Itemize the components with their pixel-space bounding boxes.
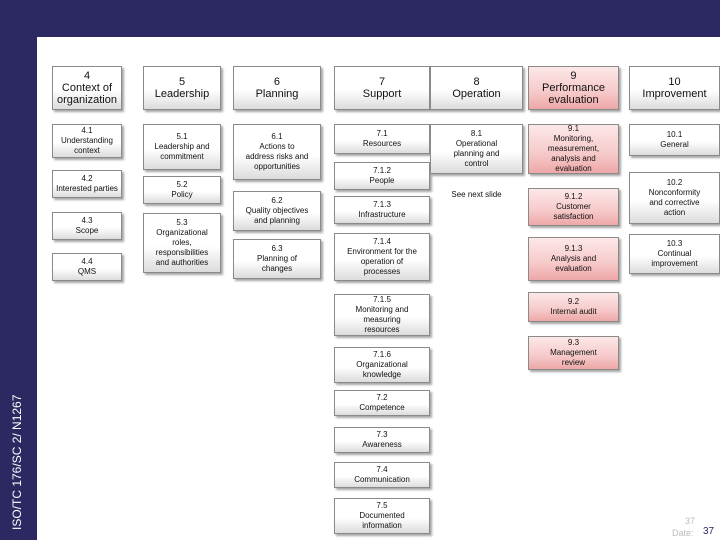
clause-7-1-6: 7.1.6 Organizational knowledge <box>334 347 430 383</box>
page-number: 37 <box>703 526 715 537</box>
clause-7-1: 7.1 Resources <box>334 124 430 154</box>
clause-10-3: 10.3 Continual improvement <box>629 234 720 274</box>
page-number-faint: 37 <box>685 516 696 526</box>
clause-4-2: 4.2 Interested parties <box>52 170 122 198</box>
header-performance-evaluation: 9 Performance evaluation <box>528 66 619 110</box>
clause-9-3: 9.3 Management review <box>528 336 619 370</box>
clause-7-1-5: 7.1.5 Monitoring and measuring resources <box>334 294 430 336</box>
clause-5-2: 5.2 Policy <box>143 176 221 204</box>
top-banner <box>0 0 720 37</box>
clause-9-1-2: 9.1.2 Customer satisfaction <box>528 188 619 226</box>
clause-9-2: 9.2 Internal audit <box>528 292 619 322</box>
clause-6-2: 6.2 Quality objectives and planning <box>233 191 321 231</box>
clause-9-1-3: 9.1.3 Analysis and evaluation <box>528 237 619 281</box>
date-label: Date: <box>672 528 694 538</box>
clause-6-3: 6.3 Planning of changes <box>233 239 321 279</box>
clause-4-3: 4.3 Scope <box>52 212 122 240</box>
document-reference: ISO/TC 176/SC 2/ N1267 <box>10 394 24 530</box>
clause-5-1: 5.1 Leadership and commitment <box>143 124 221 170</box>
clause-6-1: 6.1 Actions to address risks and opportu… <box>233 124 321 180</box>
clause-8-1: 8.1 Operational planning and control <box>430 124 523 174</box>
clause-10-1: 10.1 General <box>629 124 720 156</box>
clause-7-3: 7.3 Awareness <box>334 427 430 453</box>
clause-9-1: 9.1 Monitoring, measurement, analysis an… <box>528 124 619 174</box>
header-operation: 8 Operation <box>430 66 523 110</box>
clause-7-1-4: 7.1.4 Environment for the operation of p… <box>334 233 430 281</box>
clause-10-2: 10.2 Nonconformity and corrective action <box>629 172 720 224</box>
header-planning: 6 Planning <box>233 66 321 110</box>
clause-7-2: 7.2 Competence <box>334 390 430 416</box>
side-banner <box>0 37 37 540</box>
clause-7-5: 7.5 Documented information <box>334 498 430 534</box>
header-context: 4 Context of organization <box>52 66 122 110</box>
clause-5-3: 5.3 Organizational roles, responsibiliti… <box>143 213 221 273</box>
clause-7-1-2: 7.1.2 People <box>334 162 430 190</box>
header-improvement: 10 Improvement <box>629 66 720 110</box>
clause-4-4: 4.4 QMS <box>52 253 122 281</box>
clause-7-4: 7.4 Communication <box>334 462 430 488</box>
header-leadership: 5 Leadership <box>143 66 221 110</box>
clause-4-1: 4.1 Understanding context <box>52 124 122 158</box>
header-support: 7 Support <box>334 66 430 110</box>
see-next-slide-note: See next slide <box>451 190 502 199</box>
clause-7-1-3: 7.1.3 Infrastructure <box>334 196 430 224</box>
